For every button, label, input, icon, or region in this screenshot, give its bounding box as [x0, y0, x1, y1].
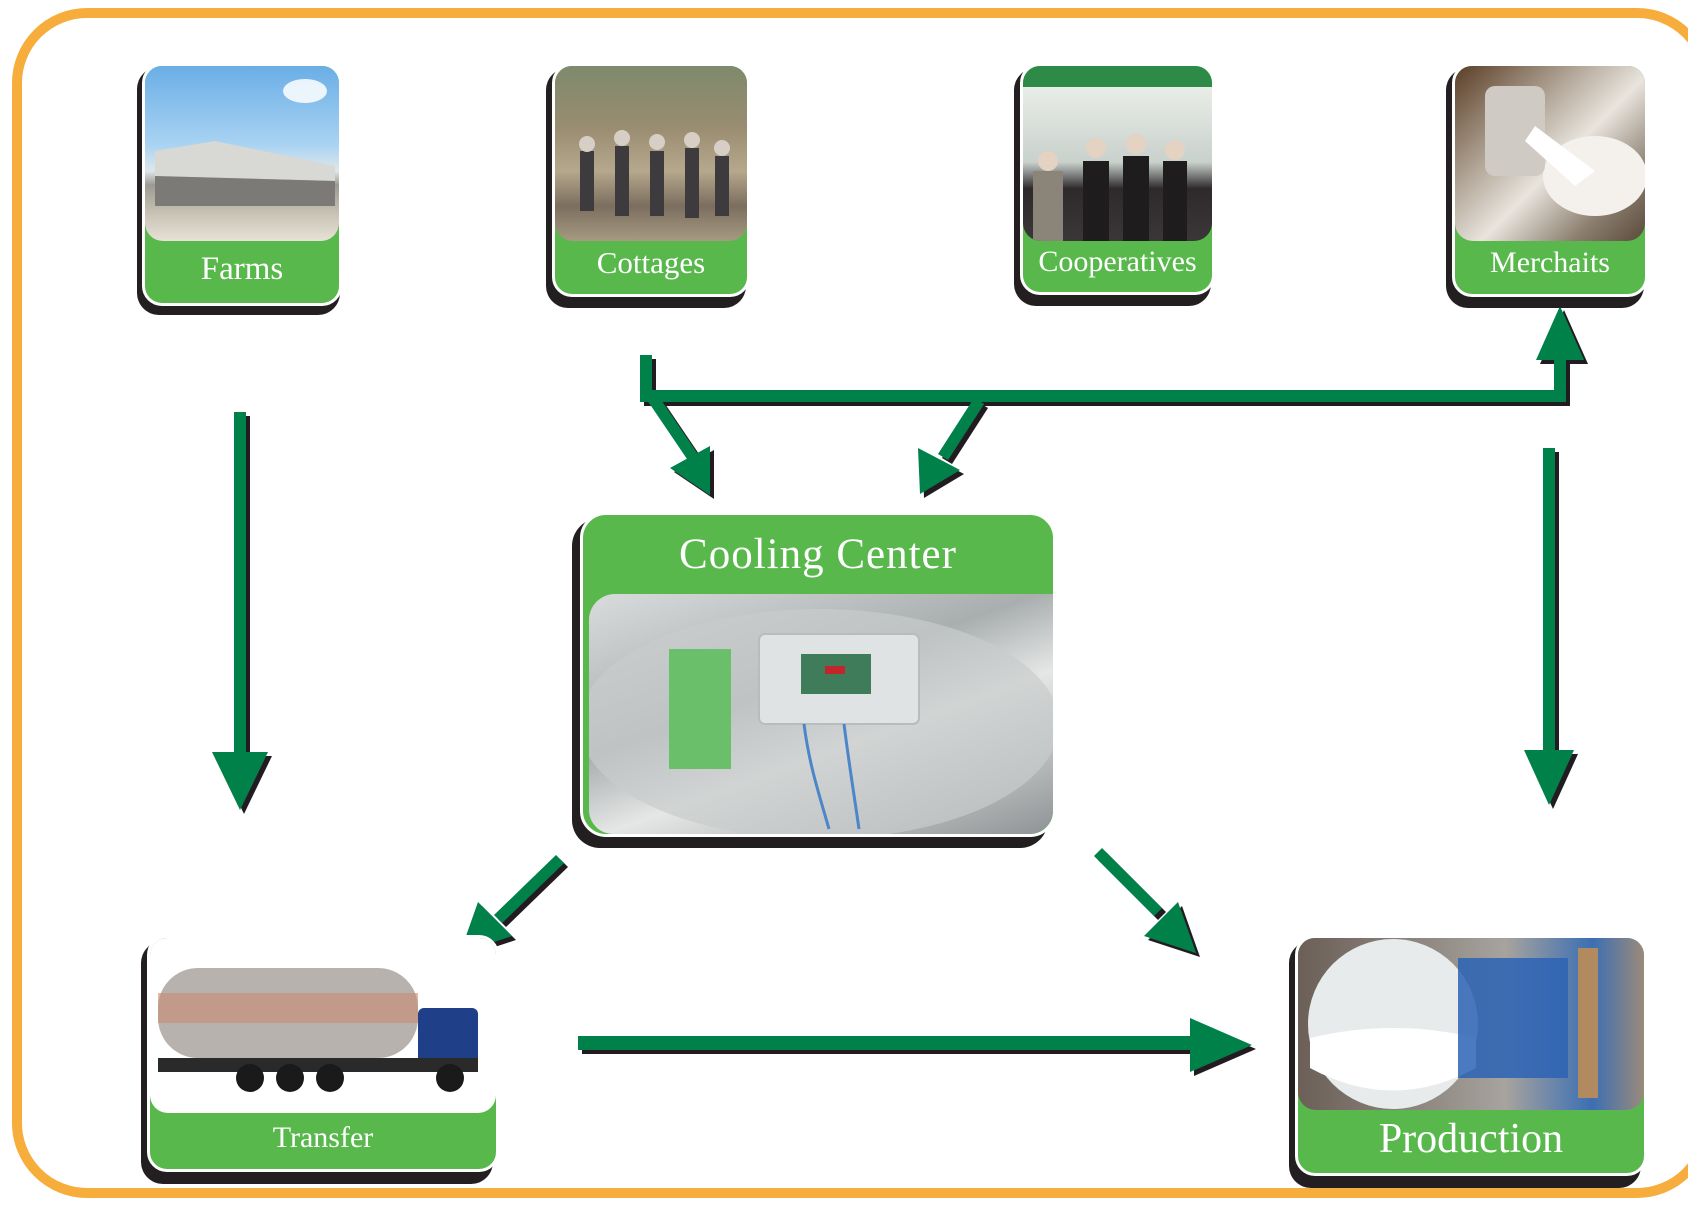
- milk-processing-tank-photo: [1298, 938, 1644, 1110]
- production-label: Production: [1378, 1115, 1564, 1162]
- arrow-cottages-to-cooling: [645, 391, 710, 495]
- arrow-transfer-to-production: [578, 1018, 1252, 1072]
- cooling-tank-photo: [589, 594, 1053, 834]
- farm-barn-photo: [145, 66, 339, 241]
- arrow-to-merchants: [1536, 306, 1584, 360]
- farms-node: Farms: [137, 63, 345, 315]
- merchants-label: Merchaits: [1490, 246, 1610, 279]
- cooperative-building-photo: [1023, 66, 1212, 241]
- cooling-center-label: Cooling Center: [679, 530, 957, 578]
- arrow-cooling-to-production: [1094, 848, 1196, 953]
- production-node: Production: [1289, 935, 1648, 1188]
- farms-label: Farms: [200, 250, 284, 287]
- milk-can-photo: [1455, 66, 1645, 241]
- cottage-herd-photo: [555, 66, 747, 241]
- cooling-center-node: Cooling Center: [572, 512, 1056, 848]
- cottages-label: Cottages: [596, 245, 706, 280]
- transfer-label: Transfer: [272, 1121, 374, 1154]
- arrow-cooperatives-to-cooling: [918, 398, 984, 494]
- cottages-node: Cottages: [546, 63, 750, 308]
- arrow-farms-to-transfer: [212, 412, 268, 810]
- arrow-cottages-bracket: [640, 355, 1566, 402]
- merchants-node: Merchaits: [1446, 63, 1648, 308]
- cooperatives-label: Cooperatives: [1038, 245, 1197, 278]
- milk-tanker-truck-photo: [150, 938, 496, 1113]
- transfer-node: Transfer: [141, 935, 500, 1184]
- arrow-merchants-to-production: [1524, 448, 1574, 805]
- cooperatives-node: Cooperatives: [1014, 63, 1215, 306]
